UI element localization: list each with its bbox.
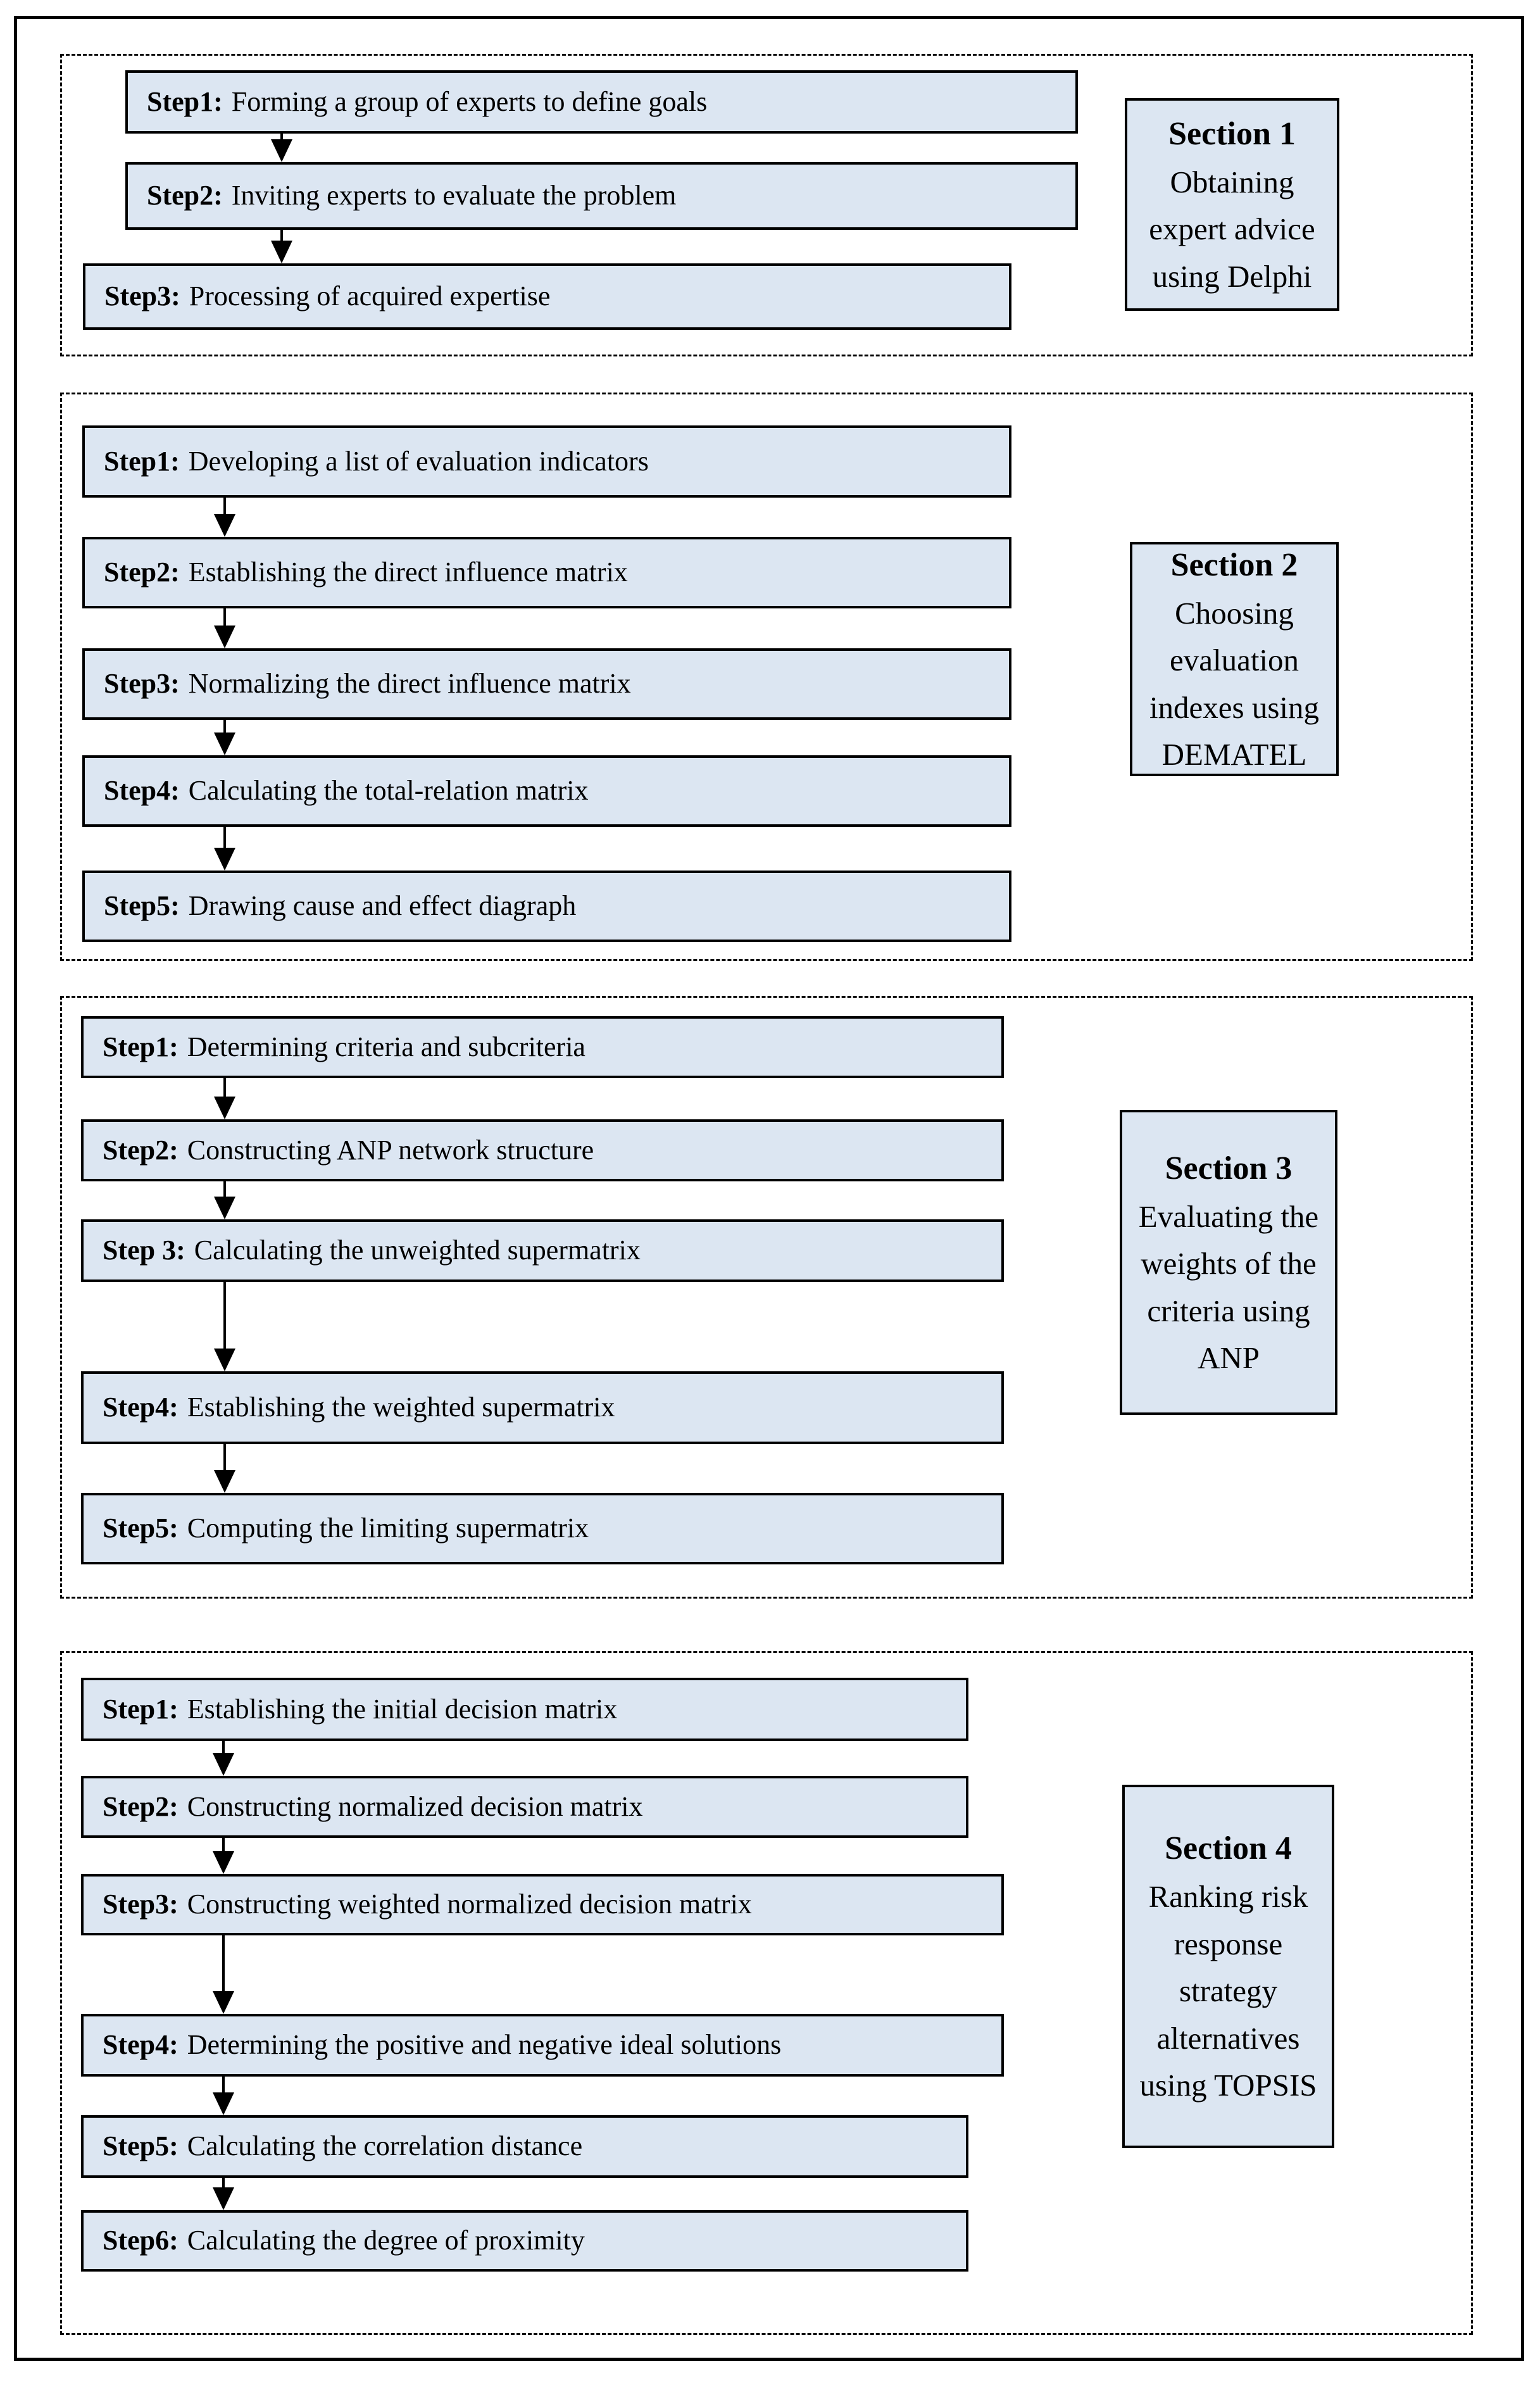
- step-box: Step1: Establishing the initial decision…: [81, 1678, 968, 1741]
- arrow-down-icon: [210, 1935, 237, 2014]
- step-text: Establishing the initial decision matrix: [187, 1693, 618, 1725]
- arrow-down-icon: [211, 1181, 239, 1219]
- section-label-box: Section 2 Choosing evaluation indexes us…: [1130, 542, 1339, 776]
- step-text: Determining the positive and negative id…: [187, 2029, 782, 2061]
- section-label-box: Section 1 Obtaining expert advice using …: [1125, 98, 1339, 311]
- arrow-down-icon: [211, 1078, 239, 1119]
- arrow-down-icon: [211, 720, 239, 755]
- arrow-down-icon: [211, 1444, 239, 1493]
- step-box: Step1: Determining criteria and subcrite…: [81, 1016, 1004, 1078]
- step-box: Step5: Calculating the correlation dista…: [81, 2115, 968, 2178]
- arrow-down-icon: [211, 498, 239, 537]
- step-text: Computing the limiting supermatrix: [187, 1512, 589, 1544]
- step-box: Step2: Constructing ANP network structur…: [81, 1119, 1004, 1181]
- arrow-down-icon: [210, 2077, 237, 2115]
- step-text: Determining criteria and subcriteria: [187, 1031, 585, 1062]
- step-prefix: Step2:: [104, 556, 180, 588]
- step-prefix: Step3:: [103, 1889, 178, 1920]
- arrow-down-icon: [210, 1838, 237, 1874]
- step-text: Establishing the weighted supermatrix: [187, 1392, 615, 1423]
- section-3-container: Step1: Determining criteria and subcrite…: [60, 996, 1473, 1599]
- step-prefix: Step4:: [104, 775, 180, 807]
- step-prefix: Step5:: [103, 2130, 178, 2162]
- step-prefix: Step1:: [104, 445, 180, 477]
- step-box: Step3: Processing of acquired expertise: [83, 263, 1011, 330]
- arrow-down-icon: [268, 230, 296, 263]
- step-prefix: Step 3:: [103, 1235, 185, 1266]
- section-label-title: Section 4: [1165, 1830, 1292, 1867]
- step-prefix: Step6:: [103, 2225, 178, 2256]
- section-label-box: Section 4 Ranking risk response strategy…: [1122, 1785, 1334, 2148]
- step-prefix: Step1:: [103, 1693, 178, 1725]
- step-box: Step2: Establishing the direct influence…: [82, 537, 1011, 608]
- step-box: Step1: Developing a list of evaluation i…: [82, 425, 1011, 498]
- step-prefix: Step4:: [103, 2029, 178, 2061]
- step-text: Constructing weighted normalized decisio…: [187, 1889, 752, 1920]
- step-text: Forming a group of experts to define goa…: [231, 85, 708, 117]
- section-2-container: Step1: Developing a list of evaluation i…: [60, 393, 1473, 961]
- arrow-down-icon: [210, 2178, 237, 2210]
- section-label-title: Section 3: [1165, 1150, 1293, 1186]
- section-label-body: Obtaining expert advice using Delphi: [1149, 164, 1315, 294]
- arrow-down-icon: [210, 1741, 237, 1776]
- section-label-box: Section 3 Evaluating the weights of the …: [1120, 1110, 1337, 1415]
- arrow-down-icon: [268, 134, 296, 162]
- section-1-container: Step1: Forming a group of experts to def…: [60, 54, 1473, 356]
- step-text: Processing of acquired expertise: [189, 280, 551, 312]
- step-prefix: Step5:: [103, 1512, 178, 1544]
- step-prefix: Step2:: [103, 1790, 178, 1822]
- section-label-title: Section 2: [1170, 546, 1298, 583]
- section-label-title: Section 1: [1168, 115, 1296, 152]
- step-box: Step4: Establishing the weighted superma…: [81, 1371, 1004, 1444]
- step-box: Step2: Constructing normalized decision …: [81, 1776, 968, 1838]
- step-text: Calculating the unweighted supermatrix: [194, 1235, 641, 1266]
- step-prefix: Step2:: [103, 1134, 178, 1166]
- step-prefix: Step1:: [147, 85, 223, 117]
- step-text: Drawing cause and effect diagraph: [188, 890, 577, 922]
- step-box: Step3: Constructing weighted normalized …: [81, 1874, 1004, 1935]
- step-text: Calculating the correlation distance: [187, 2130, 583, 2162]
- step-text: Inviting experts to evaluate the problem: [231, 180, 677, 211]
- step-box: Step5: Computing the limiting supermatri…: [81, 1493, 1004, 1564]
- arrow-down-icon: [211, 827, 239, 871]
- step-text: Calculating the total-relation matrix: [188, 775, 589, 807]
- step-text: Constructing ANP network structure: [187, 1134, 594, 1166]
- step-prefix: Step3:: [104, 668, 180, 700]
- step-box: Step 3: Calculating the unweighted super…: [81, 1219, 1004, 1282]
- step-prefix: Step3:: [104, 280, 180, 312]
- step-box: Step4: Calculating the total-relation ma…: [82, 755, 1011, 827]
- step-box: Step5: Drawing cause and effect diagraph: [82, 871, 1011, 942]
- section-label-body: Ranking risk response strategy alternati…: [1139, 1879, 1317, 2103]
- step-prefix: Step4:: [103, 1392, 178, 1423]
- step-text: Constructing normalized decision matrix: [187, 1790, 643, 1822]
- section-4-container: Step1: Establishing the initial decision…: [60, 1651, 1473, 2335]
- outer-border: [14, 16, 1524, 2361]
- step-box: Step3: Normalizing the direct influence …: [82, 648, 1011, 720]
- section-label-body: Evaluating the weights of the criteria u…: [1138, 1198, 1319, 1375]
- step-prefix: Step1:: [103, 1031, 178, 1062]
- step-box: Step2: Inviting experts to evaluate the …: [125, 162, 1078, 230]
- arrow-down-icon: [211, 1282, 239, 1371]
- step-text: Establishing the direct influence matrix: [188, 556, 628, 588]
- step-text: Normalizing the direct influence matrix: [188, 668, 631, 700]
- arrow-down-icon: [211, 608, 239, 648]
- step-prefix: Step5:: [104, 890, 180, 922]
- step-text: Developing a list of evaluation indicato…: [188, 445, 649, 477]
- step-box: Step6: Calculating the degree of proximi…: [81, 2210, 968, 2272]
- step-box: Step1: Forming a group of experts to def…: [125, 70, 1078, 134]
- section-label-body: Choosing evaluation indexes using DEMATE…: [1149, 595, 1320, 772]
- step-prefix: Step2:: [147, 180, 223, 211]
- step-text: Calculating the degree of proximity: [187, 2225, 585, 2256]
- step-box: Step4: Determining the positive and nega…: [81, 2014, 1004, 2077]
